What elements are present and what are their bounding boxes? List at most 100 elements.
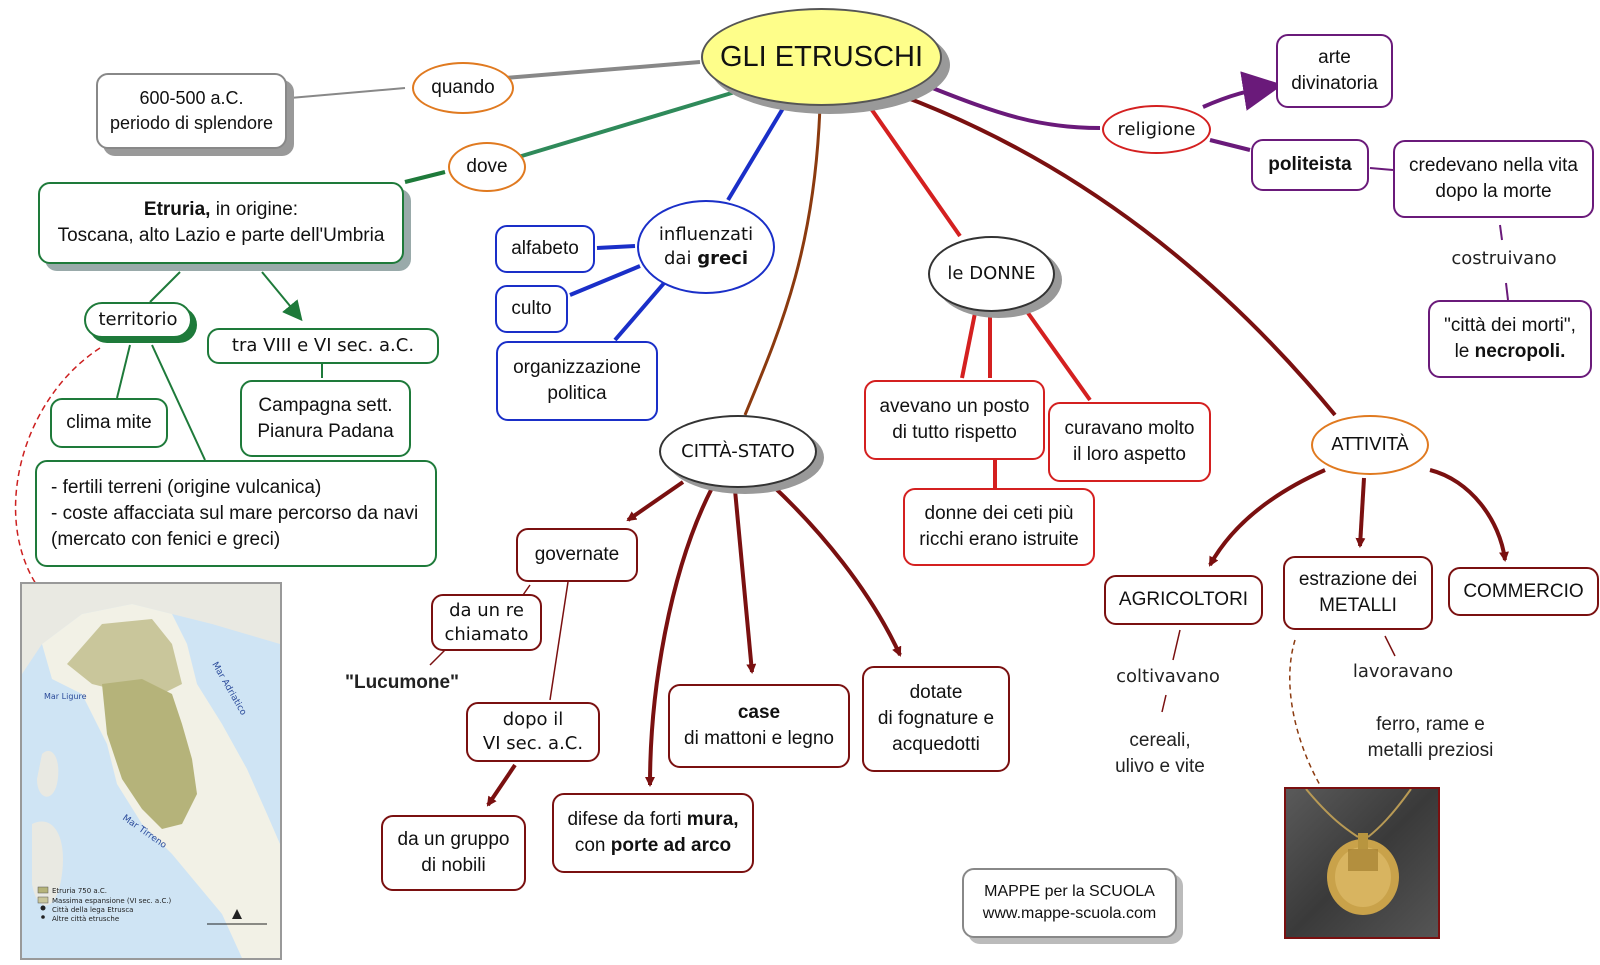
influenzati-node: influenzati dai greci <box>637 200 775 294</box>
influenzati-line-2: dai greci <box>664 247 748 271</box>
difese-porte: porte ad arco <box>610 835 732 856</box>
attivita-node: ATTIVITÀ <box>1311 415 1429 475</box>
credit-box: MAPPE per la SCUOLA www.mappe-scuola.com <box>962 868 1177 938</box>
arte-line-1: arte <box>1318 47 1351 68</box>
difese-line-1: difese da forti mura, <box>567 807 738 833</box>
citta-stato-label: CITTÀ-STATO <box>681 440 795 462</box>
gruppo-line-2: di nobili <box>421 855 486 876</box>
religione-label: religione <box>1117 118 1196 140</box>
aspetto-box: curavano molto il loro aspetto <box>1048 402 1211 482</box>
lucumone-label: "Lucumone" <box>344 672 460 693</box>
map-sea-ligurian: Mar Ligure <box>44 692 87 701</box>
cereali-text: cereali, ulivo e vite <box>1100 728 1220 780</box>
commercio-box: COMMERCIO <box>1448 567 1599 616</box>
coltivavano-label: coltivavano <box>1116 666 1220 687</box>
clima-text: clima mite <box>66 412 152 433</box>
campagna-box: Campagna sett. Pianura Padana <box>240 380 411 457</box>
credit-line-2: www.mappe-scuola.com <box>982 905 1157 922</box>
map-legend-4: Altre città etrusche <box>52 915 119 923</box>
pendant-photo <box>1284 787 1440 939</box>
influenzati-line-1: influenzati <box>658 224 754 245</box>
vita-line-1: credevano nella vita <box>1409 155 1578 176</box>
lavoravano-label: lavoravano <box>1352 661 1454 682</box>
ferro-line-1: ferro, rame e <box>1376 714 1485 735</box>
necropoli-le: le <box>1454 341 1475 362</box>
commercio-text: COMMERCIO <box>1463 580 1584 602</box>
organizzazione-box: organizzazione politica <box>496 341 658 421</box>
re-line-2: chiamato <box>444 623 529 645</box>
re-box: da un re chiamato <box>431 594 542 651</box>
map-legend-3: Città della lega Etrusca <box>52 906 133 914</box>
necropoli-box: "città dei morti", le necropoli. <box>1428 300 1592 378</box>
difese-text-1: difese da forti <box>567 809 687 830</box>
date-box: 600-500 a.C. periodo di splendore <box>96 73 287 149</box>
pendant-graphic <box>1305 789 1412 915</box>
dopo-box: dopo il VI sec. a.C. <box>466 702 600 762</box>
dotate-line-1: dotate <box>909 682 963 703</box>
etruria-line-1: Etruria, in origine: <box>144 197 298 223</box>
title-node: GLI ETRUSCHI <box>701 8 942 106</box>
dove-label: dove <box>466 156 508 177</box>
italy-map: Mar Adriatico Mar Tirreno Mar Ligure Etr… <box>20 582 282 960</box>
campagna-line-2: Pianura Padana <box>257 420 394 442</box>
cereali-line-1: cereali, <box>1129 730 1191 751</box>
governate-box: governate <box>516 528 638 582</box>
dove-node: dove <box>448 142 526 192</box>
politeista-text: politeista <box>1268 154 1352 175</box>
posto-line-1: avevano un posto <box>879 396 1030 417</box>
vita-box: credevano nella vita dopo la morte <box>1393 140 1594 218</box>
agricoltori-text: AGRICOLTORI <box>1118 589 1249 610</box>
date-line-1: 600-500 a.C. <box>139 88 244 108</box>
ferro-line-2: metalli preziosi <box>1367 740 1494 761</box>
territorio-node: territorio <box>84 302 192 338</box>
vita-line-2: dopo la morte <box>1435 181 1552 202</box>
clima-box: clima mite <box>50 398 168 448</box>
difese-text-2: con <box>574 835 611 856</box>
costruivano-label: costruivano <box>1451 248 1557 269</box>
quando-label: quando <box>431 77 495 98</box>
metalli-line-2: METALLI <box>1319 595 1397 616</box>
istruite-line-2: ricchi erano istruite <box>919 529 1079 550</box>
case-line-2: di mattoni e legno <box>684 728 834 749</box>
citta-stato-node: CITTÀ-STATO <box>659 415 817 488</box>
alfabeto-text: alfabeto <box>511 238 579 259</box>
fertili-line-3: (mercato con fenici e greci) <box>51 528 281 550</box>
italy-map-graphic: Mar Adriatico Mar Tirreno Mar Ligure Etr… <box>22 584 280 958</box>
etruria-rest: in origine: <box>210 199 299 220</box>
dotate-box: dotate di fognature e acquedotti <box>862 666 1010 772</box>
organizzazione-line-1: organizzazione <box>513 357 641 378</box>
fertili-line-2: - coste affacciata sul mare percorso da … <box>51 502 419 524</box>
gruppo-box: da un gruppo di nobili <box>381 815 526 891</box>
arte-line-2: divinatoria <box>1291 73 1378 94</box>
map-legend-1: Etruria 750 a.C. <box>52 887 107 895</box>
map-legend-2: Massima espansione (VI sec. a.C.) <box>52 897 172 905</box>
necropoli-bold: necropoli. <box>1474 341 1566 362</box>
credit-line-1: MAPPE per la SCUOLA <box>984 883 1155 900</box>
attivita-label: ATTIVITÀ <box>1331 434 1409 455</box>
influenzati-greci: greci <box>697 248 748 269</box>
donne-node: le DONNE <box>928 236 1055 312</box>
metalli-line-1: estrazione dei <box>1298 569 1418 590</box>
istruite-line-1: donne dei ceti più <box>924 503 1074 524</box>
istruite-box: donne dei ceti più ricchi erano istruite <box>903 488 1095 566</box>
governate-text: governate <box>534 544 620 565</box>
dopo-line-1: dopo il <box>502 709 564 730</box>
date-line-2: periodo di splendore <box>109 113 274 133</box>
etruria-box: Etruria, in origine: Toscana, alto Lazio… <box>38 182 404 264</box>
campagna-line-1: Campagna sett. <box>258 394 393 416</box>
metalli-box: estrazione dei METALLI <box>1283 556 1433 630</box>
difese-line-2: con porte ad arco <box>575 833 731 859</box>
case-bold: case <box>737 702 781 723</box>
cereali-line-2: ulivo e vite <box>1115 756 1205 777</box>
necropoli-line-1: "città dei morti", <box>1444 315 1576 336</box>
difese-box: difese da forti mura, con porte ad arco <box>552 793 754 873</box>
periodo-label: tra VIII e VI sec. a.C. <box>231 335 415 356</box>
arte-box: arte divinatoria <box>1276 34 1393 108</box>
fertili-box: - fertili terreni (origine vulcanica) - … <box>35 460 437 567</box>
dotate-line-3: acquedotti <box>892 734 980 755</box>
dotate-line-2: di fognature e <box>877 708 995 729</box>
posto-line-2: di tutto rispetto <box>892 422 1017 443</box>
re-line-1: da un re <box>449 599 524 621</box>
gruppo-line-1: da un gruppo <box>397 829 510 850</box>
